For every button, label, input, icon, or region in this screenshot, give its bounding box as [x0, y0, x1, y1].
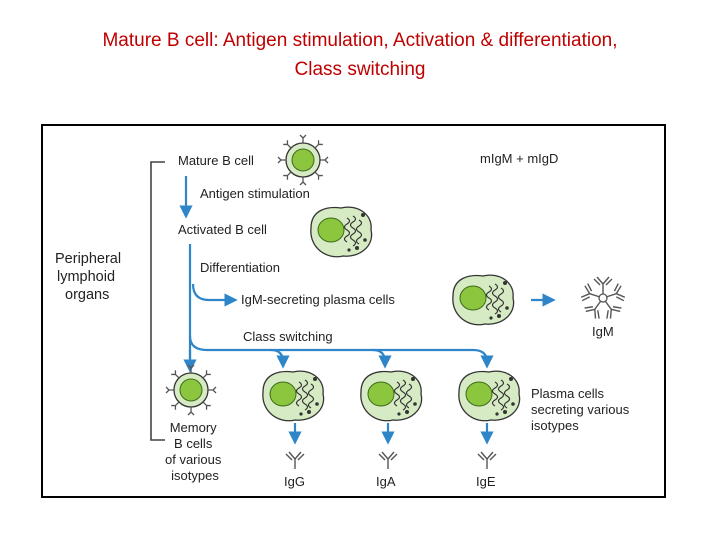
- b-cell-diagram: Peripheral lymphoid organs Mature B cell…: [41, 124, 666, 498]
- memory-b-cell-icon: [166, 365, 216, 415]
- antigen-stimulation-label: Antigen stimulation: [200, 186, 310, 201]
- igm-label: IgM: [592, 324, 614, 339]
- ige-plasma-cell-icon: [458, 370, 521, 422]
- mature-b-cell-icon: [278, 135, 328, 185]
- ige-label: IgE: [476, 474, 496, 489]
- region-label: Peripheral lymphoid organs: [55, 251, 125, 303]
- iga-label: IgA: [376, 474, 396, 489]
- slide-title-line-1: Mature B cell: Antigen stimulation, Acti…: [102, 30, 618, 51]
- activated-b-cell-icon: [310, 206, 373, 258]
- activated-b-cell-label: Activated B cell: [178, 222, 267, 237]
- diagram-canvas: Peripheral lymphoid organs Mature B cell…: [55, 126, 633, 489]
- igm-plasma-label: IgM-secreting plasma cells: [241, 292, 395, 307]
- peripheral-bracket: [150, 161, 165, 441]
- class-switching-label: Class switching: [243, 329, 333, 344]
- memory-b-cells-label: Memory B cells of various isotypes: [165, 420, 225, 483]
- mature-b-cell-label: Mature B cell: [178, 153, 254, 168]
- igg-antibody-icon: [285, 451, 305, 470]
- membrane-ig-label: mIgM + mIgD: [480, 151, 558, 166]
- plasma-cells-various-label: Plasma cells secreting various isotypes: [531, 386, 633, 433]
- igg-label: IgG: [284, 474, 305, 489]
- arrow-to-igg-plasma: [270, 348, 290, 369]
- ige-antibody-icon: [477, 451, 497, 470]
- iga-antibody-icon: [378, 451, 398, 470]
- arrow-to-igm-plasma: [191, 283, 238, 307]
- slide-title: Mature B cell: Antigen stimulation, Acti…: [0, 26, 720, 84]
- differentiation-label: Differentiation: [200, 260, 280, 275]
- slide-title-line-2: Class switching: [294, 59, 426, 80]
- arrow-to-iga-plasma: [372, 348, 392, 369]
- iga-plasma-cell-icon: [360, 370, 423, 422]
- igm-pentamer-icon: [579, 276, 627, 321]
- igg-plasma-cell-icon: [262, 370, 325, 422]
- class-switching-line: [188, 335, 494, 369]
- igm-plasma-cell-icon: [452, 274, 515, 326]
